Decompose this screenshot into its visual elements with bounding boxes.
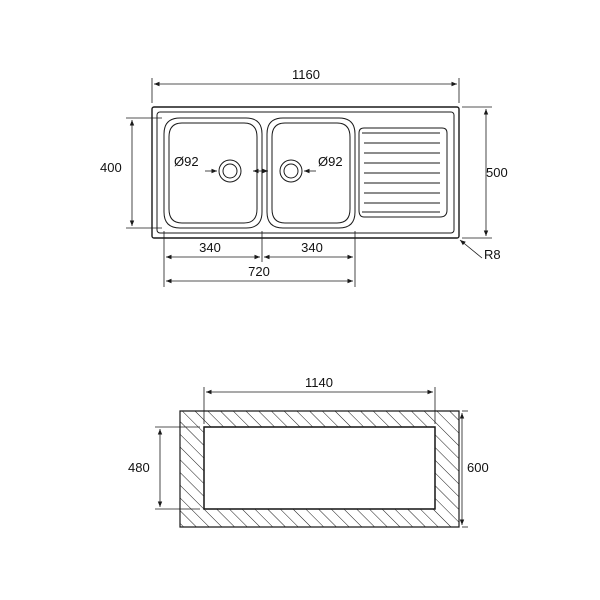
left-bowl-inner bbox=[168, 122, 258, 224]
right-bowl-inner bbox=[271, 122, 351, 224]
dim-bowl-right-width: 340 bbox=[301, 240, 323, 255]
right-bowl bbox=[266, 117, 356, 229]
cutout-opening bbox=[203, 426, 436, 510]
dim-outer-depth: 600 bbox=[467, 460, 489, 475]
left-drain bbox=[218, 159, 242, 183]
right-drain bbox=[279, 159, 303, 183]
dim-bowl-left-width: 340 bbox=[199, 240, 221, 255]
drainboard bbox=[358, 127, 448, 218]
dim-radius-leader bbox=[459, 239, 483, 259]
dim-drain-right: Ø92 bbox=[318, 154, 343, 169]
dim-corner-radius: R8 bbox=[484, 247, 501, 262]
dim-drain-left: Ø92 bbox=[174, 154, 199, 169]
right-drain-inner bbox=[283, 163, 299, 179]
dim-cutout-depth: 480 bbox=[128, 460, 150, 475]
sink-top-view: 1160 500 400 Ø92 Ø92 340 340 720 R8 bbox=[100, 67, 508, 287]
dim-bowls-total-width: 720 bbox=[248, 264, 270, 279]
left-bowl bbox=[163, 117, 263, 229]
dim-bowl-depth: 400 bbox=[100, 160, 122, 175]
dim-overall-width: 1160 bbox=[292, 67, 320, 82]
sink-inner-rim bbox=[156, 111, 455, 234]
left-drain-inner bbox=[222, 163, 238, 179]
dim-overall-depth: 500 bbox=[486, 165, 508, 180]
sink-outer-rim bbox=[151, 106, 460, 239]
cutout-view: 1140 480 600 bbox=[128, 375, 489, 528]
dim-cutout-width: 1140 bbox=[305, 375, 333, 390]
